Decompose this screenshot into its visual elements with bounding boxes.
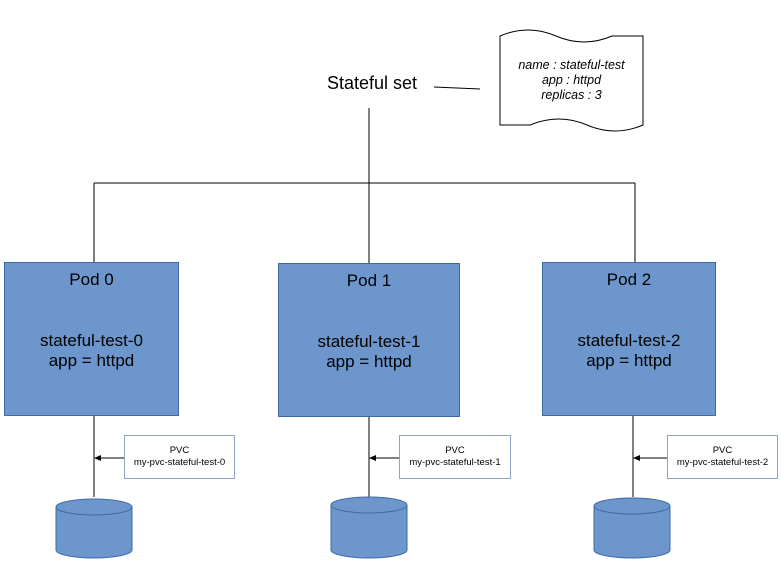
pod-0-title: Pod 0 — [69, 270, 114, 289]
pod-2-name: stateful-test-2 — [577, 331, 681, 350]
pvc-0-box[interactable]: PVC my-pvc-stateful-test-0 — [124, 435, 235, 479]
spec-link-line — [433, 86, 481, 90]
pvc-2-box[interactable]: PVC my-pvc-stateful-test-2 — [667, 435, 778, 479]
pod-0-box[interactable]: Pod 0 stateful-test-0 app = httpd — [4, 262, 179, 416]
spec-replicas-line: replicas : 3 — [541, 88, 602, 102]
pod-1-box[interactable]: Pod 1 stateful-test-1 app = httpd — [278, 263, 460, 417]
pod-2-box[interactable]: Pod 2 stateful-test-2 app = httpd — [542, 262, 716, 416]
volume-0-icon — [55, 498, 133, 559]
pvc-0-name: my-pvc-stateful-test-0 — [133, 457, 226, 468]
spec-document-shape — [499, 29, 644, 132]
pvc-1-box[interactable]: PVC my-pvc-stateful-test-1 — [399, 435, 511, 479]
pvc-1-name: my-pvc-stateful-test-1 — [409, 457, 501, 468]
pod-2-label: app = httpd — [586, 351, 672, 370]
statefulset-title: Stateful set — [327, 73, 418, 93]
volume-2-icon — [593, 497, 671, 559]
spec-document-text: name : stateful-test app : httpd replica… — [500, 58, 643, 103]
pvc-0-arrowhead-icon — [94, 455, 101, 461]
pvc-1-label: PVC — [445, 445, 465, 456]
pod-1-label: app = httpd — [326, 352, 412, 371]
pod-1-name: stateful-test-1 — [317, 332, 421, 351]
pod-2-title: Pod 2 — [606, 270, 652, 289]
volume-1-icon — [330, 496, 408, 559]
pvc-2-label: PVC — [712, 445, 733, 456]
pod-0-label: app = httpd — [48, 351, 135, 370]
pvc-2-name: my-pvc-stateful-test-2 — [676, 457, 769, 468]
pvc-0-label: PVC — [169, 445, 190, 456]
spec-name-line: name : stateful-test — [518, 58, 625, 72]
spec-app-line: app : httpd — [541, 73, 602, 87]
pvc-1-arrowhead-icon — [369, 455, 376, 461]
pod-0-name: stateful-test-0 — [40, 331, 143, 350]
pvc-2-arrowhead-icon — [633, 455, 640, 461]
pod-1-title: Pod 1 — [346, 271, 392, 290]
